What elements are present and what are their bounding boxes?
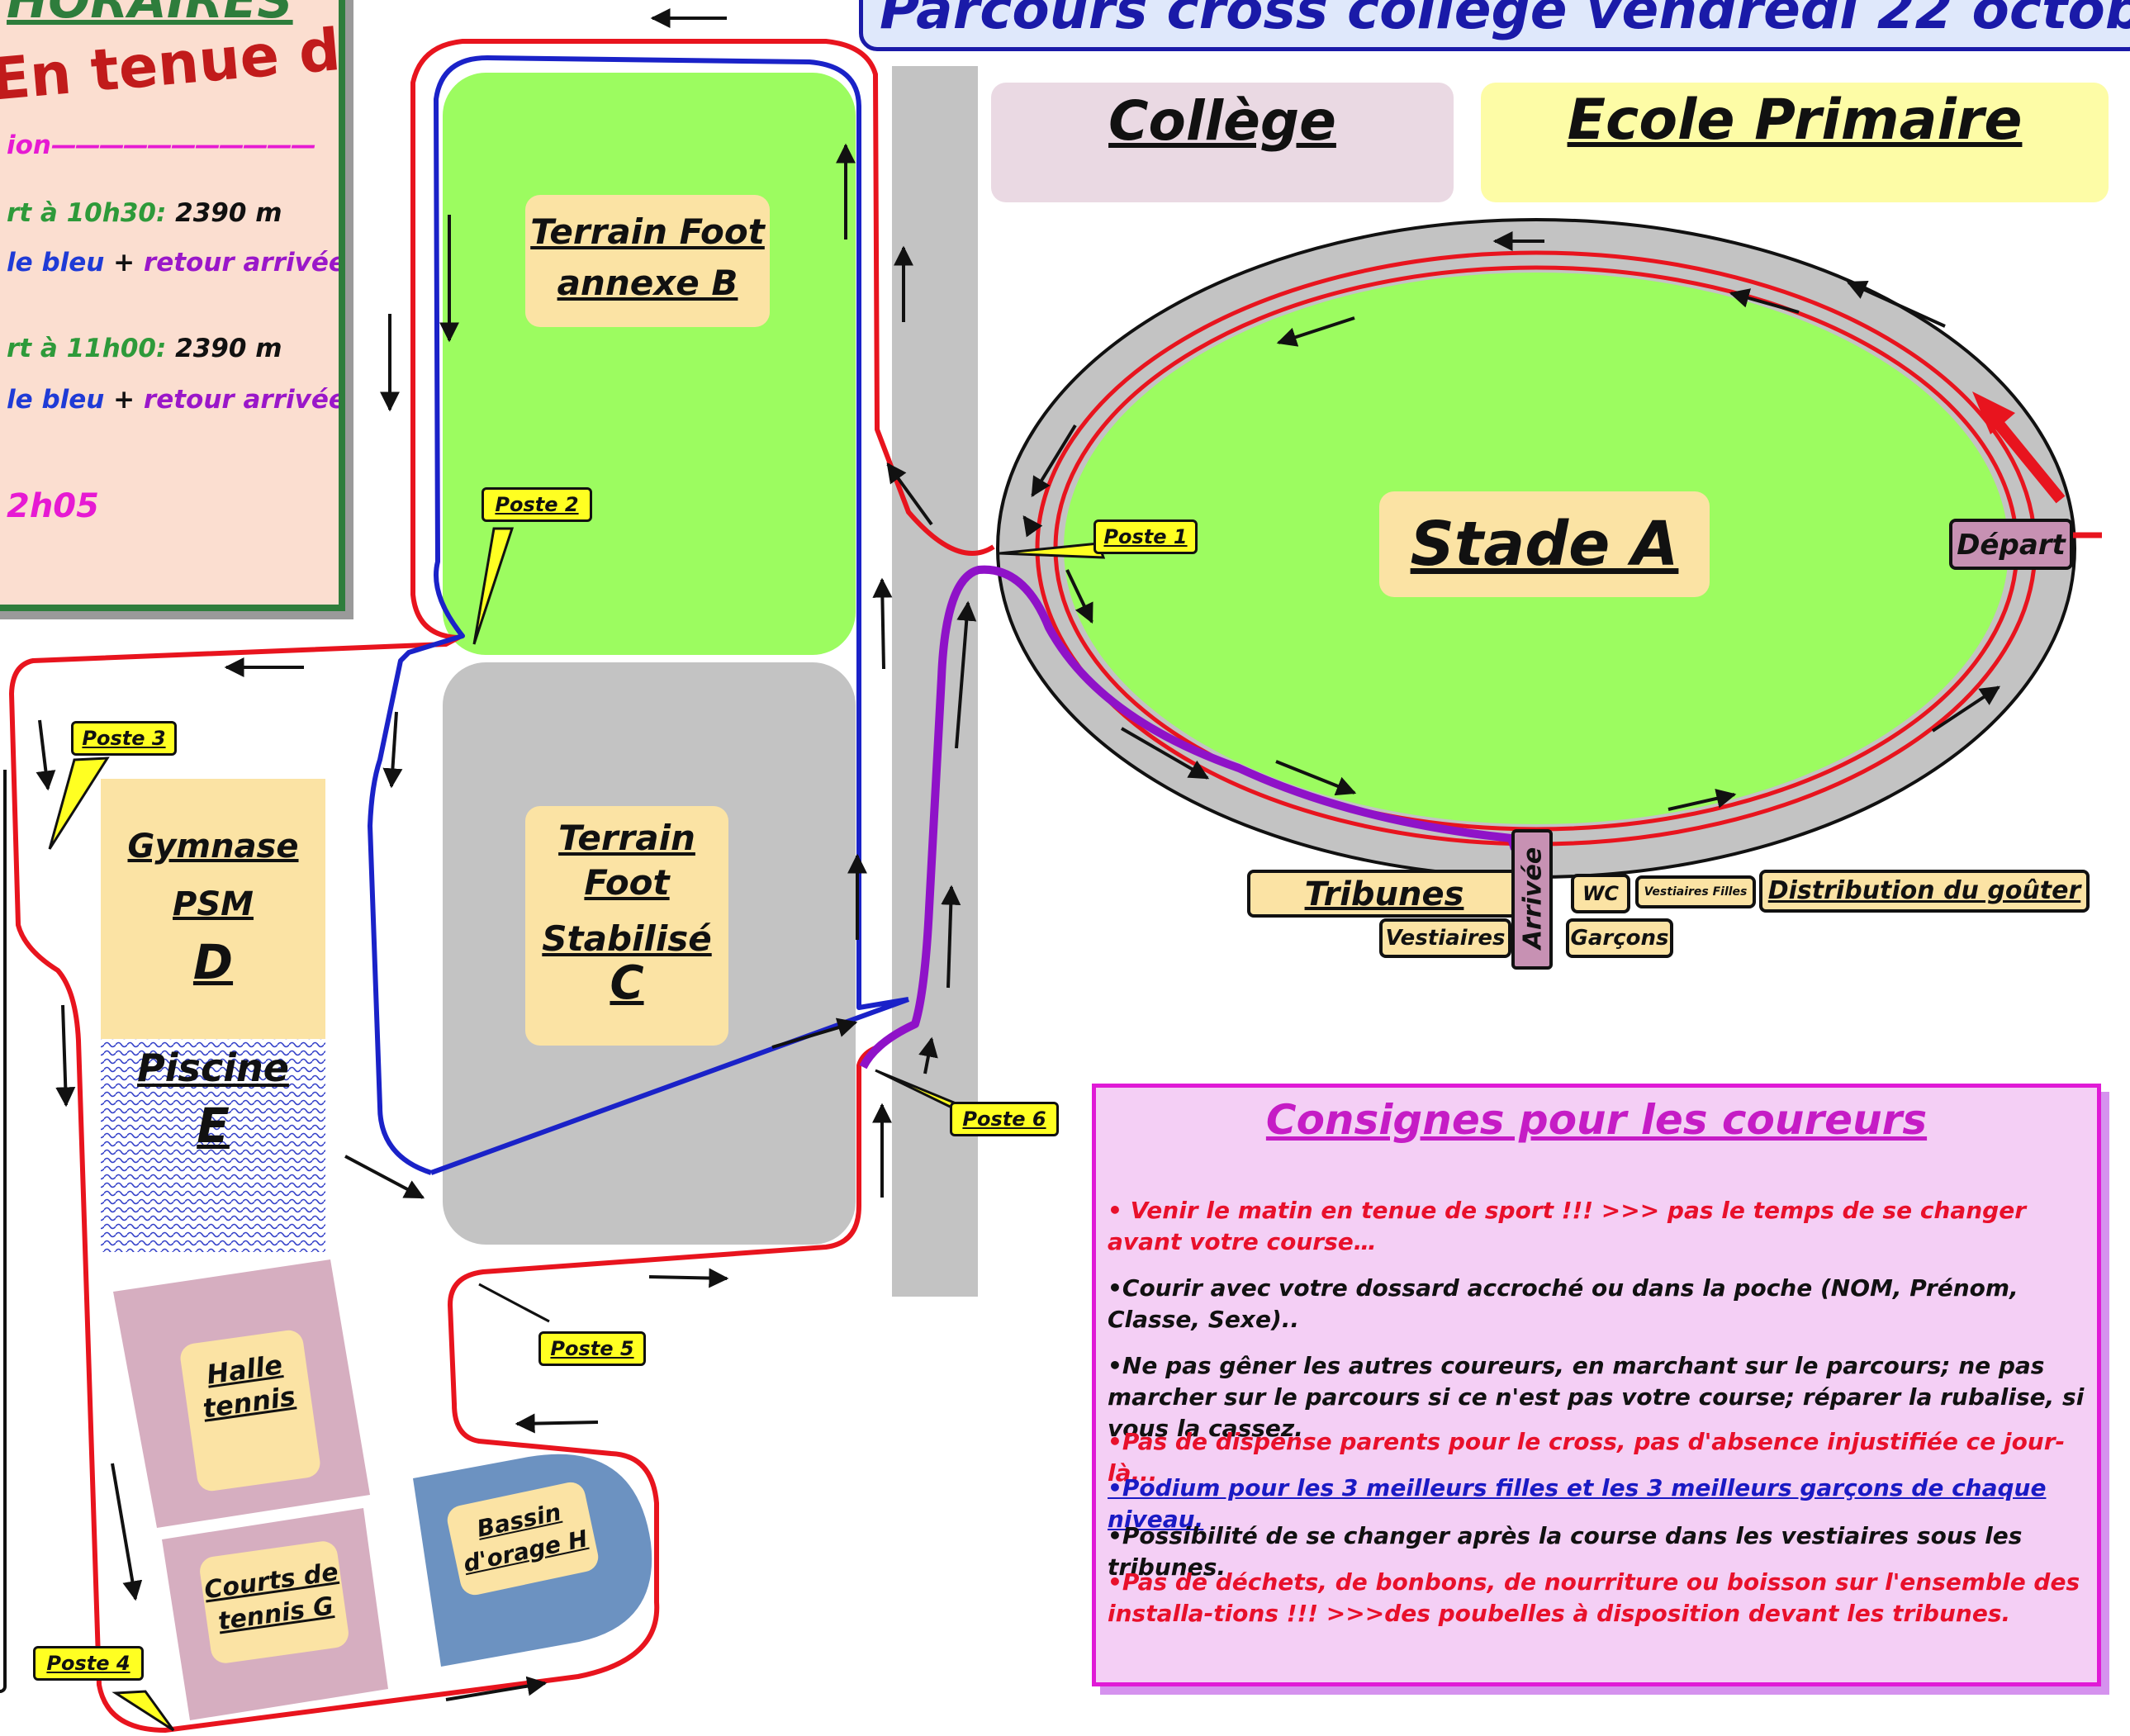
stade-label-box: Stade A — [1379, 491, 1710, 597]
terrain-b-line2: annexe B — [557, 263, 738, 303]
consigne-item-4: •Pas de dispense parents pour le cross, … — [1108, 1428, 2066, 1487]
gouter-box: Distribution du goûter — [1759, 870, 2090, 913]
consigne-item-5: •Podium pour les 3 meilleurs filles et l… — [1108, 1474, 2047, 1533]
terrain-c-line1: Terrain — [558, 818, 695, 858]
courts-tennis-label: Courts de tennis G — [197, 1539, 351, 1666]
horaires-line-1: rt à 10h30: 2390 m — [7, 198, 282, 228]
terrain-c-line3: Stabilisé — [542, 918, 712, 959]
poste-6: Poste 6 — [950, 1102, 1059, 1136]
road — [892, 66, 978, 1297]
consigne-item-6: •Possibilité de se changer après la cour… — [1108, 1522, 2023, 1581]
consigne-item-2: •Courir avec votre dossard accroché ou d… — [1108, 1274, 2019, 1333]
route-blue — [368, 55, 910, 1175]
poste-4: Poste 4 — [33, 1646, 144, 1681]
horaires-line-3: rt à 11h00: 2390 m — [7, 334, 282, 363]
consignes-panel: Consignes pour les coureurs • Venir le m… — [1092, 1084, 2101, 1686]
halle-tennis-label: Halle tennis — [178, 1328, 322, 1493]
vestiaires-filles-box: Vestiaires Filles — [1635, 875, 1756, 908]
horaires-panel: HORAIRES En tenue de sport ! ion————————… — [0, 0, 345, 611]
garcons-box: Garçons — [1566, 918, 1673, 958]
college-label: Collège — [1108, 89, 1336, 153]
piscine-label: Piscine E — [101, 1039, 325, 1155]
gymnase-line2: PSM — [173, 885, 254, 923]
poste-3: Poste 3 — [71, 721, 177, 756]
horaires-end-time: 2h05 — [7, 487, 99, 525]
gymnase-zone — [101, 779, 325, 1039]
horaires-line-2: le bleu + retour arrivée) — [7, 248, 345, 277]
page-title: Parcours cross collège vendredi 22 octob… — [859, 0, 2130, 51]
tribunes-label: Tribunes — [1304, 875, 1464, 913]
gymnase-line3: D — [192, 934, 234, 990]
gymnase-label: Gymnase PSM D — [101, 818, 325, 991]
depart-label: Départ — [1949, 519, 2073, 570]
arrivee-box: Arrivée — [1511, 829, 1553, 970]
gouter-label: Distribution du goûter — [1767, 876, 2081, 905]
ecole-zone — [1481, 83, 2109, 202]
direction-arrows — [36, 8, 2001, 1701]
consigne-item-1: • Venir le matin en tenue de sport !!! >… — [1108, 1197, 2027, 1255]
route-purple — [859, 565, 1519, 1070]
gymnase-line1: Gymnase — [127, 828, 299, 866]
poste-2: Poste 2 — [482, 487, 592, 522]
horaires-slogan: En tenue de sport ! — [0, 0, 345, 114]
vestiaires-box: Vestiaires — [1379, 918, 1511, 958]
poste-5: Poste 5 — [538, 1331, 646, 1366]
piscine-line1: Piscine — [137, 1046, 289, 1090]
terrain-c-line2: Foot — [584, 862, 670, 903]
terrain-foot-b — [443, 73, 856, 655]
college-zone — [991, 83, 1454, 202]
horaires-section: ion——————————— — [7, 130, 316, 160]
tribunes-box: Tribunes — [1247, 870, 1521, 918]
piscine-line2: E — [197, 1098, 230, 1154]
ecole-label: Ecole Primaire — [1567, 88, 2023, 153]
consigne-item-7: •Pas de déchets, de bonbons, de nourritu… — [1108, 1568, 2080, 1627]
consignes-title: Consignes pour les coureurs — [1265, 1096, 1928, 1144]
terrain-b-line1: Terrain Foot — [530, 211, 765, 252]
horaires-heading: HORAIRES — [7, 0, 293, 30]
stade-label: Stade A — [1410, 509, 1679, 580]
terrain-b-label: Terrain Foot annexe B — [525, 195, 770, 327]
poste-pointers — [48, 527, 1106, 1732]
poste-1: Poste 1 — [1093, 519, 1198, 554]
piscine-zone — [101, 1039, 325, 1252]
wc-box: WC — [1571, 874, 1630, 913]
consigne-item-3: •Ne pas gêner les autres coureurs, en ma… — [1108, 1352, 2085, 1442]
horaires-line-4: le bleu + retour arrivée) — [7, 385, 345, 415]
terrain-c-label: Terrain Foot Stabilisé C — [525, 806, 728, 1046]
terrain-c-line4: C — [610, 956, 644, 1010]
left-frame — [0, 770, 7, 1693]
route-red — [9, 39, 995, 1733]
arrivee-label: Arrivée — [1518, 847, 1548, 950]
